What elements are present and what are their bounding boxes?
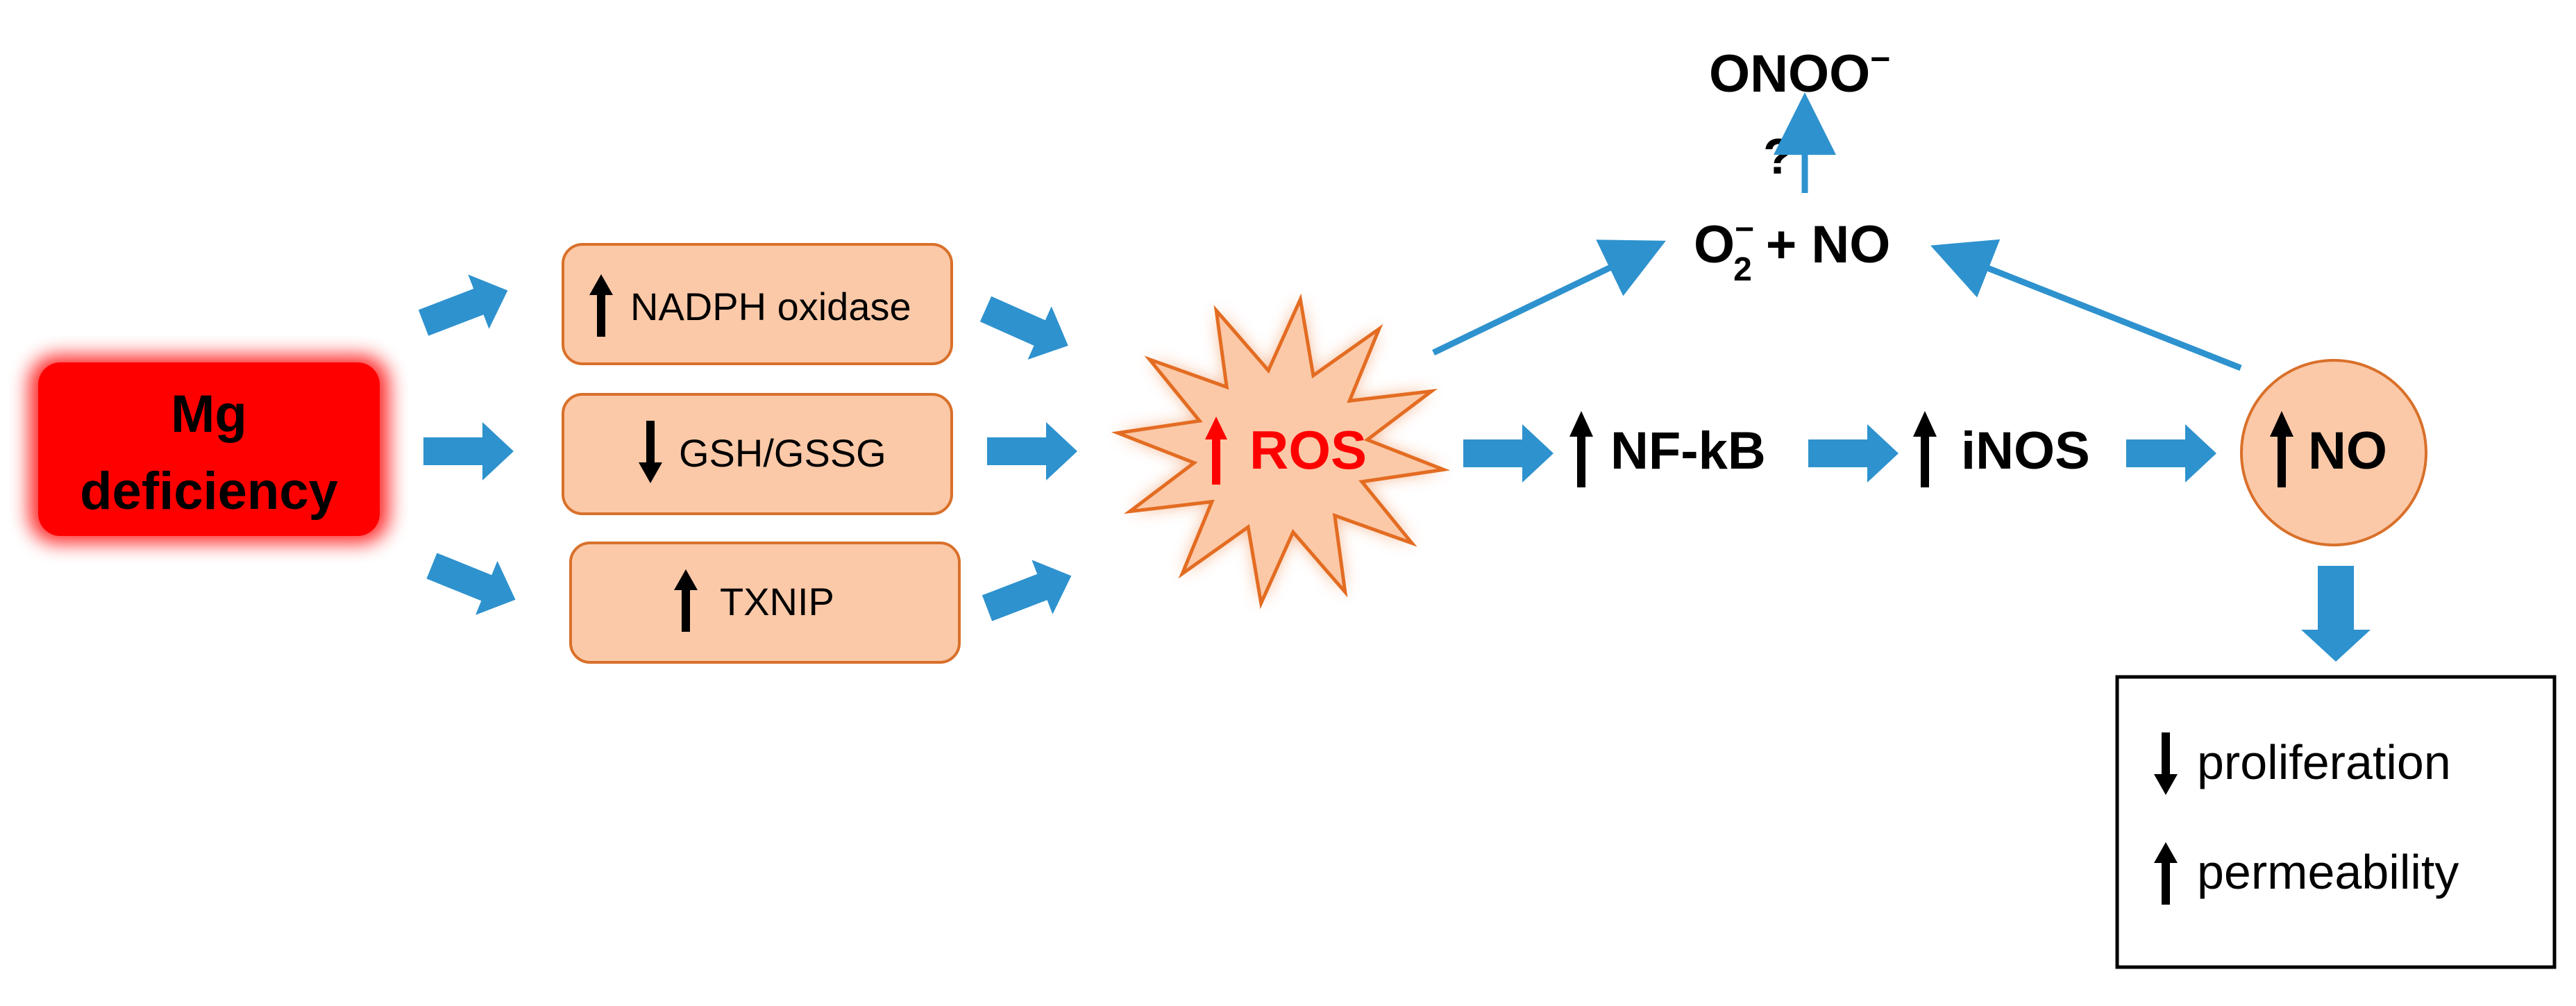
flow-arrow-no-to-effects <box>2301 566 2371 662</box>
ros-node: ROS <box>1111 293 1451 610</box>
flow-arrow-ros-to-nfkb <box>1463 424 1554 483</box>
nadph-oxidase-label: NADPH oxidase <box>630 285 911 328</box>
up-arrow-icon <box>589 274 613 337</box>
oxygen-subscript: 2 <box>1733 251 1752 288</box>
nfkb-node: NF-kB <box>1569 411 1766 487</box>
inos-label: iNOS <box>1961 421 2090 480</box>
gsh-gssg-label: GSH/GSSG <box>679 431 886 475</box>
peroxynitrite-label: ONOO− <box>1709 40 1890 103</box>
deficiency-label: deficiency <box>80 462 338 521</box>
nadph-oxidase-node: NADPH oxidase <box>562 243 953 365</box>
flow-arrow-inos-to-no <box>2126 424 2216 483</box>
ros-label: ROS <box>1249 419 1367 480</box>
thin-arrow-no-to-reaction <box>1930 239 2242 371</box>
up-arrow-icon <box>1569 411 1593 487</box>
uncertainty-mark: ? <box>1763 129 1794 185</box>
up-arrow-icon <box>674 569 698 632</box>
superoxide-nitric-oxide-reaction: O−2 + NO <box>1694 211 1890 288</box>
reaction-rest: + NO <box>1766 215 1891 274</box>
mg-deficiency-node: Mg deficiency <box>29 355 389 543</box>
flow-arrow-gsh-to-ros <box>987 422 1077 480</box>
flow-arrow-txnip-to-ros <box>982 560 1072 621</box>
no-label: NO <box>2308 421 2387 480</box>
flow-arrow-nfkb-to-inos <box>1808 424 1899 483</box>
flow-arrow-mg-to-txnip <box>426 553 516 615</box>
up-arrow-icon <box>1205 417 1227 485</box>
oxygen-symbol: O <box>1694 215 1735 274</box>
permeability-label: permeability <box>2197 845 2459 899</box>
superoxide-charge: − <box>1735 211 1754 248</box>
svg-text:O−2+ NO: O−2 + NO <box>1694 211 1890 288</box>
down-arrow-icon <box>2154 732 2178 795</box>
no-node: NO <box>2240 359 2427 546</box>
flow-arrow-mg-to-nadph <box>418 274 508 336</box>
up-arrow-icon <box>2154 842 2178 905</box>
up-arrow-icon <box>2270 411 2293 487</box>
proliferation-label: proliferation <box>2197 735 2451 789</box>
mg-label: Mg <box>171 385 247 444</box>
thin-arrow-ros-to-reaction <box>1432 240 1666 356</box>
gsh-gssg-node: GSH/GSSG <box>562 393 953 515</box>
up-arrow-icon <box>1913 411 1937 487</box>
effects-box: proliferation permeability <box>2115 675 2557 969</box>
txnip-label: TXNIP <box>720 580 834 623</box>
flow-arrow-mg-to-gsh <box>423 422 514 480</box>
inos-node: iNOS <box>1913 411 2090 487</box>
flow-arrow-nadph-to-ros <box>979 296 1068 360</box>
nfkb-label: NF-kB <box>1610 421 1766 480</box>
txnip-node: TXNIP <box>569 542 961 664</box>
down-arrow-icon <box>639 421 662 483</box>
peroxynitrite-charge: − <box>1870 40 1890 78</box>
